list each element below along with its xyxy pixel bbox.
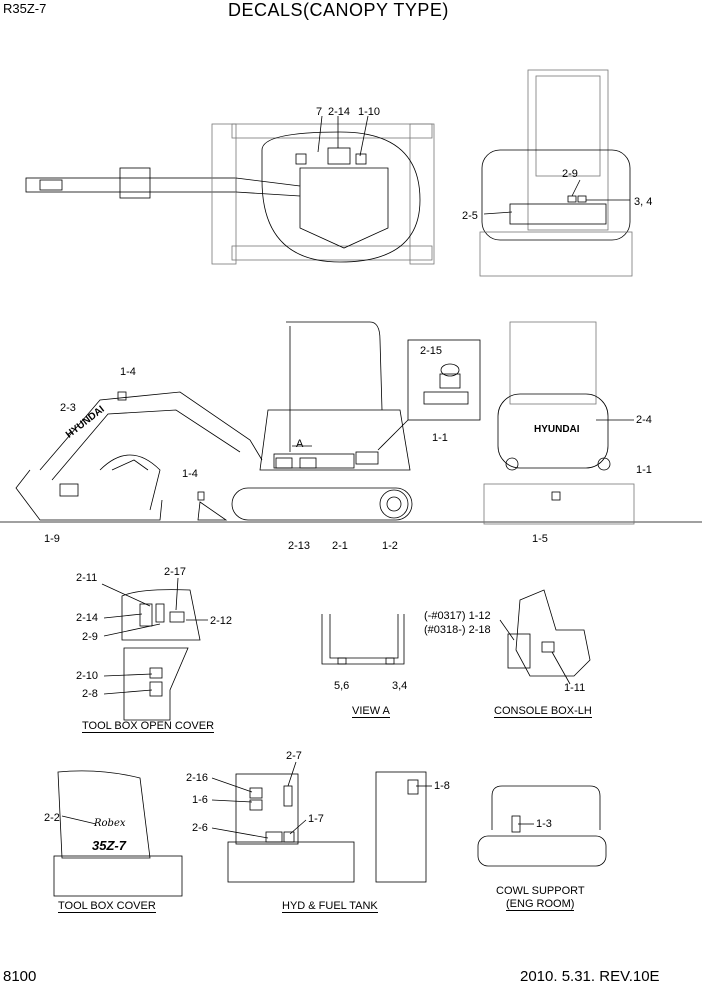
callout-2-9-rear: 2-9 <box>562 168 578 180</box>
caption-console-box-lh: CONSOLE BOX-LH <box>494 705 592 718</box>
callout-2-12: 2-12 <box>210 615 233 627</box>
side-view-drawing <box>0 321 702 523</box>
toolbox-badge-script: Robex <box>94 818 126 829</box>
callout-2-2: 2-2 <box>44 812 60 824</box>
callout-2-14-top: 2-14 <box>328 106 351 118</box>
toolbox-cover-drawing <box>53 770 183 897</box>
callout-1-9: 1-9 <box>44 533 60 545</box>
callout-1-3: 1-3 <box>536 818 552 830</box>
model-code: R35Z-7 <box>3 1 47 16</box>
hyd-fuel-tank-drawing <box>211 761 432 883</box>
rear-brand-text: HYUNDAI <box>534 424 580 435</box>
cowl-support-drawing <box>477 785 607 867</box>
page-title: DECALS(CANOPY TYPE) <box>228 0 449 20</box>
callout-1-11: 1-11 <box>564 682 586 694</box>
callout-1-5: 1-5 <box>532 533 548 545</box>
callout-2-9: 2-9 <box>82 631 98 643</box>
callout-2-14: 2-14 <box>76 612 99 624</box>
callout-3-4: 3,4 <box>392 680 408 692</box>
top-view-drawing <box>25 115 435 265</box>
callout-2-4: 2-4 <box>636 414 652 426</box>
caption-toolbox-open-cover: TOOL BOX OPEN COVER <box>82 720 215 733</box>
caption-hyd-fuel-tank: HYD & FUEL TANK <box>282 900 378 913</box>
caption-cowl-support: COWL SUPPORT <box>496 885 585 897</box>
callout-2-5: 2-5 <box>462 210 478 222</box>
callout-2-8: 2-8 <box>82 688 98 700</box>
view-a-marker: A <box>296 438 304 450</box>
caption-view-a: VIEW A <box>352 705 390 718</box>
callout-2-17: 2-17 <box>164 566 187 578</box>
date-revision: 2010. 5.31. REV.10E <box>520 968 660 985</box>
callout-1-1-side: 1-1 <box>432 432 448 444</box>
callout-1-4-bucket: 1-4 <box>182 468 198 480</box>
callout-2-15: 2-15 <box>420 345 443 357</box>
callout-2-7: 2-7 <box>286 750 302 762</box>
callout-1-8: 1-8 <box>434 780 450 792</box>
callout-7: 7 <box>316 106 323 118</box>
callout-1-4-boom: 1-4 <box>120 366 136 378</box>
callout-2-3: 2-3 <box>60 402 76 414</box>
callout-2-10: 2-10 <box>76 670 99 682</box>
caption-cowl-support-eng-room: (ENG ROOM) <box>506 898 575 911</box>
callout-5-6: 5,6 <box>334 680 350 692</box>
callout-2-11: 2-11 <box>76 572 98 584</box>
callout-3-4-rear: 3, 4 <box>634 196 653 208</box>
callout-2-6: 2-6 <box>192 822 208 834</box>
callout-1-10: 1-10 <box>358 106 381 118</box>
toolbox-open-cover-drawing <box>101 577 208 721</box>
console-box-drawing <box>499 589 591 685</box>
callout-1-7: 1-7 <box>308 813 324 825</box>
callout-2-13: 2-13 <box>288 540 311 552</box>
callout-2-18: (#0318-) 2-18 <box>424 624 491 636</box>
rear-top-view-drawing <box>479 69 633 277</box>
toolbox-badge-model: 35Z-7 <box>92 838 126 853</box>
callout-2-1: 2-1 <box>332 540 348 552</box>
view-a-drawing <box>321 614 405 665</box>
caption-toolbox-cover: TOOL BOX COVER <box>58 900 156 913</box>
rear-view-drawing <box>483 321 635 525</box>
inset-detail-drawing <box>377 339 481 451</box>
callout-2-16: 2-16 <box>186 772 209 784</box>
callout-1-1-rear: 1-1 <box>636 464 652 476</box>
callout-1-2: 1-2 <box>382 540 398 552</box>
callout-1-6: 1-6 <box>192 794 208 806</box>
page-number: 8100 <box>3 968 37 985</box>
callout-1-12: (-#0317) 1-12 <box>424 610 491 622</box>
